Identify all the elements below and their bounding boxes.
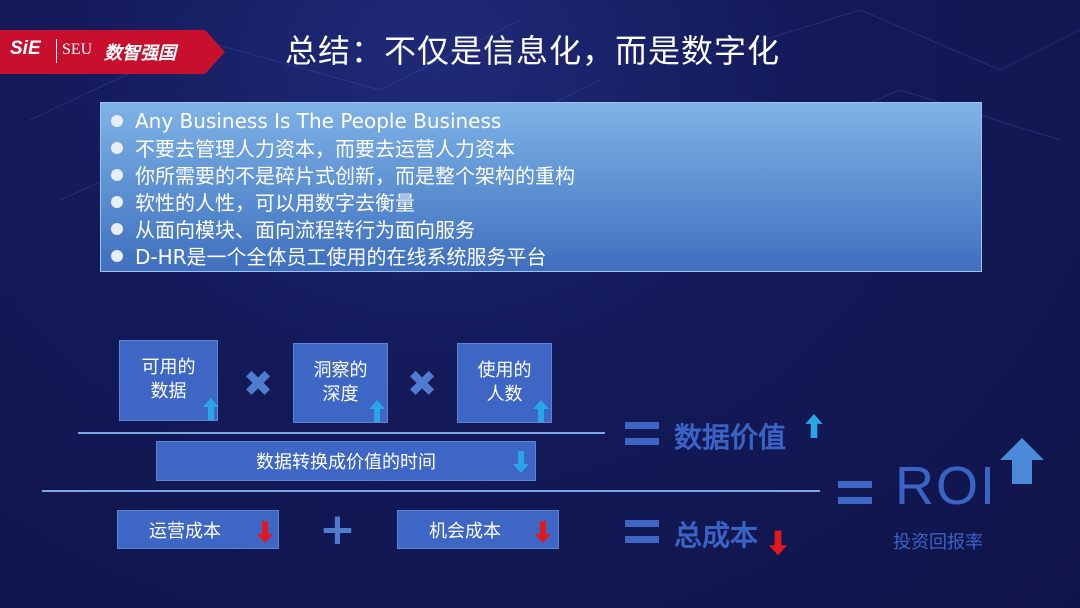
down-arrow-icon	[535, 521, 551, 543]
bullet-item: Any Business Is The People Business	[111, 107, 971, 134]
bullet-text: 不要去管理人力资本，而要去运营人力资本	[135, 137, 515, 161]
plus-icon: +	[319, 504, 356, 555]
factor-card-line1: 使用的	[477, 360, 532, 381]
factor-card-available-data: 可用的数据	[119, 340, 219, 421]
logo-sie: SiE	[10, 38, 41, 59]
factor-card-line1: 洞察的	[313, 360, 368, 381]
times-icon: ✖	[243, 364, 274, 405]
equals-icon	[625, 422, 659, 446]
bullet-item: 软性的人性，可以用数字去衡量	[111, 188, 971, 215]
factor-card-line2: 数据	[150, 381, 187, 402]
bullet-dot-icon	[111, 222, 123, 235]
equals-icon	[838, 481, 872, 505]
fraction-line-top	[78, 432, 605, 434]
data-value-label: 数据价值	[674, 421, 787, 454]
factor-card-line2: 深度	[322, 384, 359, 405]
down-arrow-icon	[257, 521, 273, 543]
denominator-text: 数据转换成价值的时间	[256, 452, 436, 473]
factor-card-user-count: 使用的人数	[457, 343, 552, 423]
factor-card-insight-depth: 洞察的深度	[293, 343, 388, 423]
cost-box-operating: 运营成本	[117, 510, 279, 549]
factor-card-line1: 可用的	[141, 357, 196, 378]
denominator-box: 数据转换成价值的时间	[156, 441, 536, 481]
bullet-text: 你所需要的不是碎片式创新，而是整个架构的重构	[135, 164, 575, 188]
up-arrow-icon	[1000, 438, 1044, 484]
up-arrow-icon	[805, 414, 823, 438]
up-arrow-icon	[533, 400, 549, 422]
down-arrow-icon	[513, 451, 529, 473]
logo-divider	[56, 39, 57, 63]
bullet-dot-icon	[111, 141, 123, 154]
bullet-text: 从面向模块、面向流程转行为面向服务	[135, 218, 475, 242]
up-arrow-icon	[203, 398, 219, 420]
bullet-item: 从面向模块、面向流程转行为面向服务	[111, 215, 971, 242]
bullet-dot-icon	[111, 114, 123, 127]
roi-subtitle: 投资回报率	[893, 532, 983, 553]
bullet-item: D-HR是一个全体员工使用的在线系统服务平台	[111, 242, 971, 269]
logo-banner: SiE SEU 数智强国	[0, 30, 225, 74]
cost-label: 运营成本	[149, 520, 221, 542]
logo-seu: SEU	[62, 41, 93, 58]
cost-box-opportunity: 机会成本	[397, 510, 559, 549]
bullet-dot-icon	[111, 195, 123, 208]
times-icon: ✖	[407, 364, 438, 405]
bullet-dot-icon	[111, 168, 123, 181]
total-cost-label: 总成本	[674, 519, 759, 552]
logo-tagline: 数智强国	[104, 43, 176, 64]
bullet-item: 不要去管理人力资本，而要去运营人力资本	[111, 134, 971, 161]
slide-title: 总结：不仅是信息化，而是数字化	[285, 32, 781, 70]
factor-card-line2: 人数	[486, 384, 523, 405]
equals-icon	[625, 520, 659, 544]
bullet-text: Any Business Is The People Business	[135, 108, 502, 133]
fraction-line-bottom	[42, 490, 820, 492]
bullet-text: D-HR是一个全体员工使用的在线系统服务平台	[135, 245, 547, 269]
bullet-text: 软性的人性，可以用数字去衡量	[135, 191, 415, 215]
bullet-item: 你所需要的不是碎片式创新，而是整个架构的重构	[111, 161, 971, 188]
down-arrow-icon	[769, 530, 787, 556]
cost-label: 机会成本	[429, 520, 501, 542]
up-arrow-icon	[369, 400, 385, 422]
bullet-dot-icon	[111, 249, 123, 262]
roi-label: ROI	[895, 456, 998, 516]
summary-bullet-box: Any Business Is The People Business 不要去管…	[100, 102, 982, 272]
